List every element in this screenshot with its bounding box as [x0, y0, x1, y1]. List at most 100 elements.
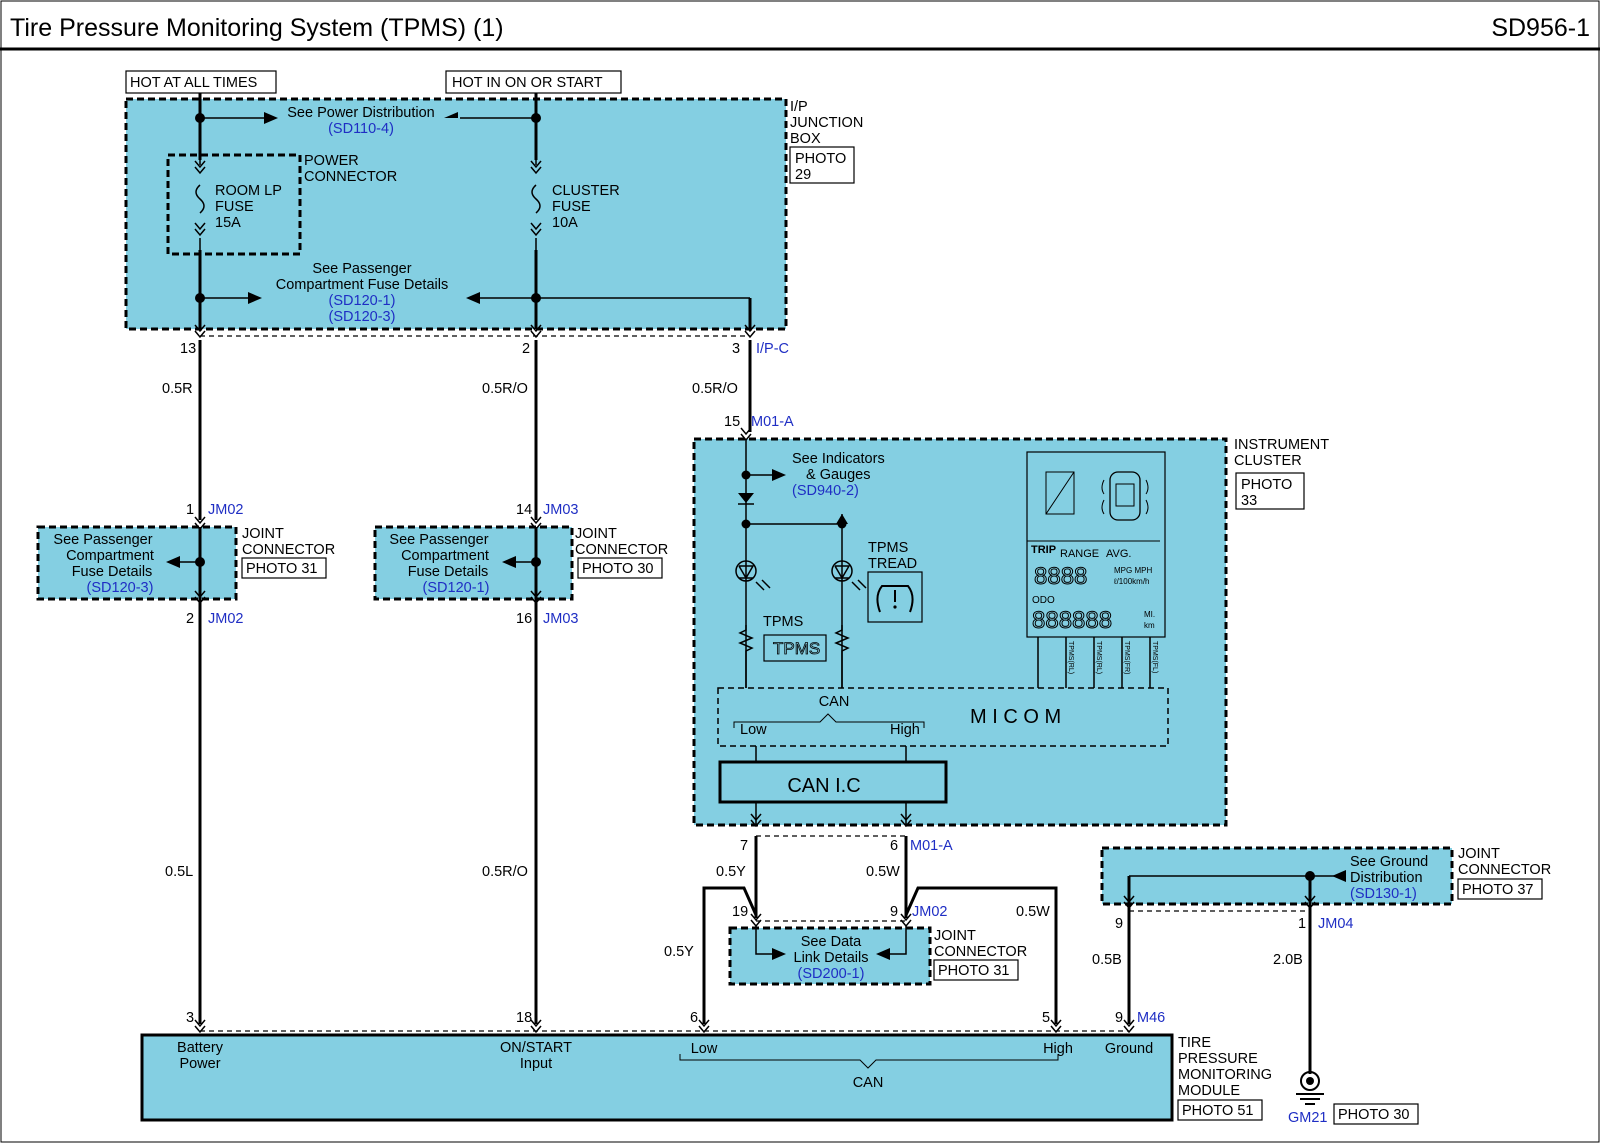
tpms-tread-1: TPMS — [868, 540, 908, 556]
dlc-pin-9: 9 — [890, 904, 898, 920]
micom-low: Low — [740, 722, 767, 738]
pin-2: 2 — [522, 341, 530, 357]
junction-box-name-3: BOX — [790, 131, 821, 147]
module-pin-9: 9 — [1115, 1010, 1123, 1026]
wire-0.5Y-b: 0.5Y — [664, 944, 694, 960]
junction-box-name-1: I/P — [790, 99, 808, 115]
hot-at-all-times-label: HOT AT ALL TIMES — [130, 75, 257, 91]
see-indicators-ref[interactable]: (SD940-2) — [792, 483, 859, 499]
ground-code: JM04 — [1318, 916, 1353, 932]
module-name-1: TIRE — [1178, 1035, 1211, 1051]
jm02-name-2: CONNECTOR — [242, 542, 335, 558]
micom-block — [717, 687, 1169, 747]
module-pin-5: 5 — [1042, 1010, 1050, 1026]
junction-photo-1: PHOTO — [795, 151, 846, 167]
tpms-badge: TPMS — [773, 639, 820, 658]
see-pass-details-1: See Passenger — [312, 261, 411, 277]
lcd-trip: TRIP — [1031, 544, 1056, 556]
tpms-tread-2: TREAD — [868, 556, 917, 572]
gm21-code: GM21 — [1288, 1110, 1328, 1126]
can-ic-label: CAN I.C — [787, 775, 860, 797]
jm02-ref[interactable]: (SD120-3) — [87, 580, 154, 596]
jm02-see-1: See Passenger — [53, 532, 152, 548]
see-indicators-1: See Indicators — [792, 451, 885, 467]
module-pin-3: 3 — [186, 1010, 194, 1026]
dlc-see-1: See Data — [801, 934, 862, 950]
module-onstart-2: Input — [520, 1056, 552, 1072]
lcd-col-2: TPMS(RL) — [1095, 641, 1102, 674]
lcd-mi: MI. — [1144, 610, 1155, 619]
page-title: Tire Pressure Monitoring System (TPMS) (… — [10, 14, 504, 42]
lcd-range: RANGE — [1060, 548, 1099, 560]
wire-0.5W-b: 0.5W — [1016, 904, 1050, 920]
pin-13: 13 — [180, 341, 196, 357]
jm03-see-2: Compartment — [401, 548, 489, 564]
wire-0.5R/O-a: 0.5R/O — [482, 381, 528, 397]
module-ground: Ground — [1105, 1041, 1153, 1057]
ground-name-2: CONNECTOR — [1458, 862, 1551, 878]
ground-ref[interactable]: (SD130-1) — [1350, 886, 1417, 902]
wire-0.5R/O-b: 0.5R/O — [692, 381, 738, 397]
fuse2-label-1: CLUSTER — [552, 183, 620, 199]
jm03-see-1: See Passenger — [389, 532, 488, 548]
module-pin-18: 18 — [516, 1010, 532, 1026]
gm21-photo: PHOTO 30 — [1338, 1107, 1409, 1123]
dlc-name-1: JOINT — [934, 928, 976, 944]
dlc-pin-19: 19 — [732, 904, 748, 920]
instrument-cluster — [692, 437, 1228, 827]
lcd-odo: ODO — [1032, 595, 1055, 606]
connector-ip-c: I/P-C — [756, 341, 789, 357]
jm02-code-top: JM02 — [208, 502, 243, 518]
see-indicators-2: & Gauges — [806, 467, 871, 483]
can-ic-block — [718, 760, 948, 804]
cluster-pin-6: 6 — [890, 838, 898, 854]
module-onstart-1: ON/START — [500, 1040, 572, 1056]
tpms-module — [140, 1033, 1174, 1122]
ground-name-1: JOINT — [1458, 846, 1500, 862]
wire-0.5W-a: 0.5W — [866, 864, 900, 880]
jm03-pin-bot: 16 — [516, 611, 532, 627]
car-top-icon — [1101, 471, 1149, 521]
see-pass-ref-1[interactable]: (SD120-1) — [329, 293, 396, 309]
fuse1-label-2: FUSE — [215, 199, 254, 215]
fuse1-label-3: 15A — [215, 215, 241, 231]
fuse1-label-1: ROOM LP — [215, 183, 282, 199]
pin-3: 3 — [732, 341, 740, 357]
dlc-ref[interactable]: (SD200-1) — [798, 966, 865, 982]
cluster-name-1: INSTRUMENT — [1234, 437, 1329, 453]
jm02-see-3: Fuse Details — [72, 564, 153, 580]
lcd-display — [1026, 451, 1166, 638]
see-pass-ref-2[interactable]: (SD120-3) — [329, 309, 396, 325]
jm02-see-2: Compartment — [66, 548, 154, 564]
jm03-ref[interactable]: (SD120-1) — [423, 580, 490, 596]
lcd-col-1: TPMS(RL) — [1067, 641, 1074, 674]
jm02-pin-bot: 2 — [186, 611, 194, 627]
page-code: SD956-1 — [1491, 14, 1590, 42]
module-high: High — [1043, 1041, 1073, 1057]
module-can: CAN — [853, 1075, 884, 1091]
lcd-avg: AVG. — [1106, 548, 1131, 560]
ground-symbol-icon — [1296, 1071, 1324, 1105]
cluster-name-2: CLUSTER — [1234, 453, 1302, 469]
dlc-see-2: Link Details — [794, 950, 869, 966]
dlc-name-2: CONNECTOR — [934, 944, 1027, 960]
micom-label: M I C O M — [970, 706, 1061, 728]
hot-in-on-label: HOT IN ON OR START — [452, 75, 603, 91]
ground-see-2: Distribution — [1350, 870, 1423, 886]
lcd-col-3: TPMS(FR) — [1123, 641, 1130, 674]
ground-pin-9: 9 — [1115, 916, 1123, 932]
wire-0.5L: 0.5L — [165, 864, 193, 880]
jm03-name-1: JOINT — [575, 526, 617, 542]
power-connector — [166, 153, 302, 256]
micom-high: High — [890, 722, 920, 738]
power-connector-label-1: POWER — [304, 153, 359, 169]
module-name-3: MONITORING — [1178, 1067, 1272, 1083]
lcd-col-4: TPMS(FL) — [1151, 641, 1158, 673]
jm03-pin-top: 14 — [516, 502, 532, 518]
lcd-digits-1: 8888 — [1034, 563, 1087, 590]
module-battery-2: Power — [179, 1056, 220, 1072]
cluster-pin-7: 7 — [740, 838, 748, 854]
see-power-ref[interactable]: (SD110-4) — [328, 121, 394, 137]
cluster-photo-2: 33 — [1241, 493, 1257, 509]
